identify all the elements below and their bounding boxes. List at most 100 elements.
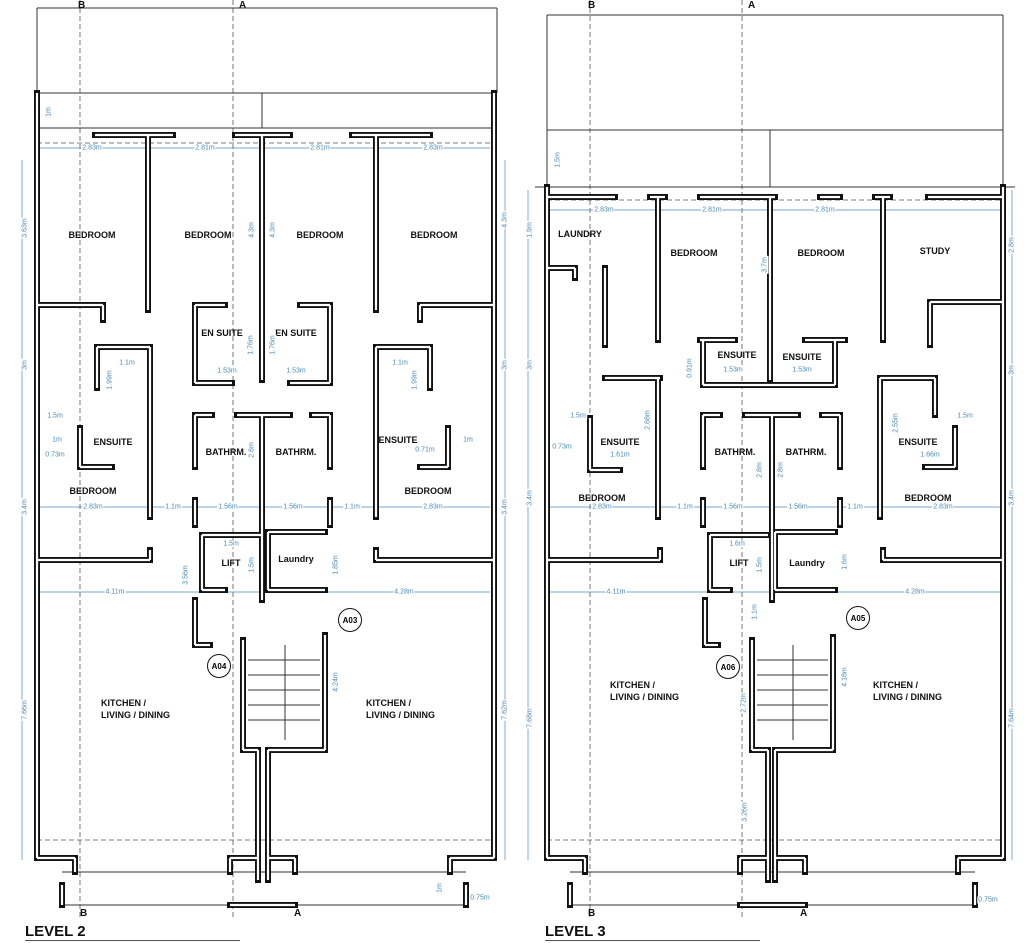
room-label: Laundry bbox=[278, 554, 314, 564]
room-label: ENSUITE bbox=[898, 437, 938, 447]
dimension-label: 4.3m bbox=[269, 221, 277, 239]
room-label: LIFT bbox=[221, 558, 241, 568]
room-label: BEDROOM bbox=[69, 486, 117, 496]
dimension-label: 1.6m bbox=[728, 540, 746, 548]
dimension-label: 3.4m bbox=[526, 489, 534, 507]
room-label: KITCHEN / LIVING / DINING bbox=[610, 680, 680, 702]
section-tag: A03 bbox=[338, 608, 362, 632]
room-label: BATHRM. bbox=[275, 447, 317, 457]
dimension-label: 1.53m bbox=[791, 366, 813, 374]
dimension-label: 2.8m bbox=[756, 461, 764, 479]
room-label: BEDROOM bbox=[296, 230, 344, 240]
dimension-label: 2.81m bbox=[701, 206, 723, 214]
dimension-label: 1.5m bbox=[956, 412, 974, 420]
room-label: EN SUITE bbox=[201, 328, 243, 338]
dimension-label: 1.1m bbox=[164, 503, 182, 511]
dimension-label: 1m bbox=[45, 106, 53, 118]
dimension-label: 3.7m bbox=[761, 256, 769, 274]
dimension-label: 7.68m bbox=[526, 707, 534, 729]
dimension-label: 1.56m bbox=[217, 503, 239, 511]
title-underline bbox=[545, 940, 760, 941]
dimension-label: 1.85m bbox=[332, 554, 340, 576]
dimension-label: 1.1m bbox=[118, 359, 136, 367]
dimension-label: 0.71m bbox=[414, 446, 436, 454]
section-marker: A bbox=[800, 908, 808, 919]
section-marker: A bbox=[294, 908, 302, 919]
dimension-label: 1.6m bbox=[841, 553, 849, 571]
dimension-label: 3.4m bbox=[21, 498, 29, 516]
room-label: BATHRM. bbox=[785, 447, 827, 457]
dimension-label: 2.72m bbox=[740, 692, 748, 714]
dimension-label: 7.62m bbox=[501, 699, 509, 721]
dimension-label: 1.1m bbox=[676, 503, 694, 511]
dimension-label: 0.75m bbox=[977, 896, 999, 904]
room-label: KITCHEN / LIVING / DINING bbox=[873, 680, 943, 702]
dimension-label: 3m bbox=[21, 359, 29, 371]
dimension-label: 1.5m bbox=[248, 556, 256, 574]
title-underline bbox=[25, 940, 240, 941]
room-label: LAUNDRY bbox=[558, 229, 602, 239]
section-marker: B bbox=[588, 0, 596, 11]
section-marker: B bbox=[80, 908, 88, 919]
dimension-label: 1.5m bbox=[554, 151, 562, 169]
level-title: LEVEL 3 bbox=[545, 923, 606, 940]
dimension-label: 2.81m bbox=[814, 206, 836, 214]
room-label: ENSUITE bbox=[600, 437, 640, 447]
dimension-label: 2.83m bbox=[82, 503, 104, 511]
dimension-label: 4.3m bbox=[248, 221, 256, 239]
dimension-label: 4.28m bbox=[393, 588, 415, 596]
room-label: BATHRM. bbox=[205, 447, 247, 457]
room-label: BEDROOM bbox=[184, 230, 232, 240]
dimension-label: 3.56m bbox=[182, 564, 190, 586]
dimension-label: 1.99m bbox=[106, 369, 114, 391]
dimension-label: 1.66m bbox=[919, 451, 941, 459]
section-marker: A bbox=[239, 0, 247, 11]
room-label: Laundry bbox=[789, 558, 825, 568]
dimension-label: 3.26m bbox=[741, 801, 749, 823]
room-label: BATHRM. bbox=[714, 447, 756, 457]
room-label: KITCHEN / LIVING / DINING bbox=[366, 698, 436, 720]
dimension-label: 3m bbox=[501, 359, 509, 371]
dimension-label: 7.64m bbox=[1008, 707, 1016, 729]
section-tag: A04 bbox=[207, 654, 231, 678]
dimension-label: 1.1m bbox=[391, 359, 409, 367]
dimension-label: 1.5m bbox=[222, 540, 240, 548]
dimension-label: 2.83m bbox=[422, 503, 444, 511]
dimension-label: 1.9m bbox=[526, 221, 534, 239]
dimension-label: 1.56m bbox=[282, 503, 304, 511]
room-label: ENSUITE bbox=[93, 437, 133, 447]
dimension-label: 2.83m bbox=[591, 503, 613, 511]
room-label: BEDROOM bbox=[904, 493, 952, 503]
dimension-label: 1.5m bbox=[569, 412, 587, 420]
room-label: BEDROOM bbox=[404, 486, 452, 496]
dimension-label: 0.75m bbox=[469, 894, 491, 902]
room-label: ENSUITE bbox=[717, 350, 757, 360]
room-label: ENSUITE bbox=[378, 435, 418, 445]
dimension-label: 2.83m bbox=[593, 206, 615, 214]
dimension-label: 2.8m bbox=[1008, 236, 1016, 254]
dimension-label: 3m bbox=[526, 359, 534, 371]
dimension-label: 4.11m bbox=[605, 588, 627, 596]
dimension-label: 2.55m bbox=[892, 412, 900, 434]
dimension-label: 1.56m bbox=[787, 503, 809, 511]
dimension-label: 3m bbox=[1008, 364, 1016, 376]
dimension-label: 1.76m bbox=[269, 334, 277, 356]
dimension-label: 2.8m bbox=[777, 461, 785, 479]
section-tag: A06 bbox=[716, 655, 740, 679]
room-label: BEDROOM bbox=[410, 230, 458, 240]
room-label: ENSUITE bbox=[782, 352, 822, 362]
dimension-label: 1m bbox=[436, 882, 444, 894]
dimension-label: 2.83m bbox=[422, 144, 444, 152]
dimension-label: 1.53m bbox=[216, 367, 238, 375]
section-marker: B bbox=[588, 908, 596, 919]
dimension-label: 4.24m bbox=[332, 671, 340, 693]
dimension-label: 2.83m bbox=[932, 503, 954, 511]
room-label: BEDROOM bbox=[578, 493, 626, 503]
dimension-label: 1.56m bbox=[722, 503, 744, 511]
dimension-label: 1.76m bbox=[247, 334, 255, 356]
room-label: BEDROOM bbox=[670, 248, 718, 258]
level-title: LEVEL 2 bbox=[25, 923, 86, 940]
dimension-label: 1.53m bbox=[722, 366, 744, 374]
dimension-label: 0.91m bbox=[686, 357, 694, 379]
